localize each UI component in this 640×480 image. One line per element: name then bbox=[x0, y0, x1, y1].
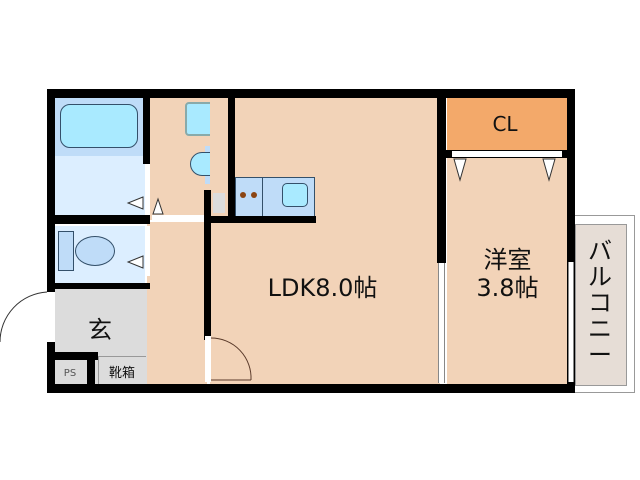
wall-right bbox=[567, 89, 575, 393]
balcony-window[interactable] bbox=[568, 262, 574, 382]
stove-burner-icon bbox=[251, 192, 257, 198]
wall-ps bbox=[55, 352, 98, 360]
closet-label: CL bbox=[492, 112, 518, 136]
wall-ldk-right bbox=[437, 98, 446, 263]
wall-bath-bottom bbox=[55, 215, 150, 224]
wall-left bbox=[47, 89, 55, 393]
stove-divider bbox=[262, 177, 263, 217]
wall-bath-right bbox=[143, 98, 150, 164]
entrance-label: 玄 bbox=[88, 316, 112, 344]
shoe-box-label: 靴箱 bbox=[108, 366, 135, 381]
closet-floor bbox=[447, 98, 567, 150]
bathtub bbox=[60, 104, 138, 148]
entrance-door-opening[interactable] bbox=[47, 292, 55, 342]
pipe-space bbox=[55, 360, 87, 384]
wall-counter-bottom bbox=[204, 216, 316, 223]
western-room-label: 洋室 bbox=[483, 246, 532, 274]
toilet-door-opening[interactable] bbox=[145, 226, 150, 276]
storage-cell bbox=[213, 193, 225, 213]
wall-ps-right bbox=[87, 352, 95, 384]
kitchen-sink bbox=[282, 183, 308, 207]
wall-top bbox=[47, 89, 574, 98]
wall-bottom bbox=[47, 384, 574, 393]
pipe-space-label: PS bbox=[63, 368, 77, 379]
wall-washroom-right bbox=[228, 98, 235, 220]
balcony-floor bbox=[575, 224, 627, 386]
balcony-label: バルコニー bbox=[588, 237, 612, 369]
wall-toilet-bottom bbox=[55, 283, 150, 289]
ldk-floor bbox=[210, 98, 440, 384]
hallway-floor bbox=[147, 222, 207, 384]
bath-door-opening[interactable] bbox=[145, 164, 150, 215]
western-room-size: 3.8帖 bbox=[476, 274, 539, 302]
toilet-bowl bbox=[75, 236, 115, 266]
western-room-floor bbox=[447, 158, 567, 384]
ldk-sliding-door[interactable] bbox=[438, 263, 445, 383]
closet-door-opening[interactable] bbox=[452, 151, 562, 157]
washroom-door-opening[interactable] bbox=[152, 215, 204, 222]
toilet-tank bbox=[58, 231, 74, 271]
ldk-door-opening[interactable] bbox=[205, 336, 211, 382]
wall-hall-right bbox=[204, 190, 211, 340]
stove-burner-icon bbox=[240, 192, 246, 198]
ldk-label: LDK8.0帖 bbox=[267, 274, 378, 302]
shoe-box bbox=[98, 356, 146, 384]
